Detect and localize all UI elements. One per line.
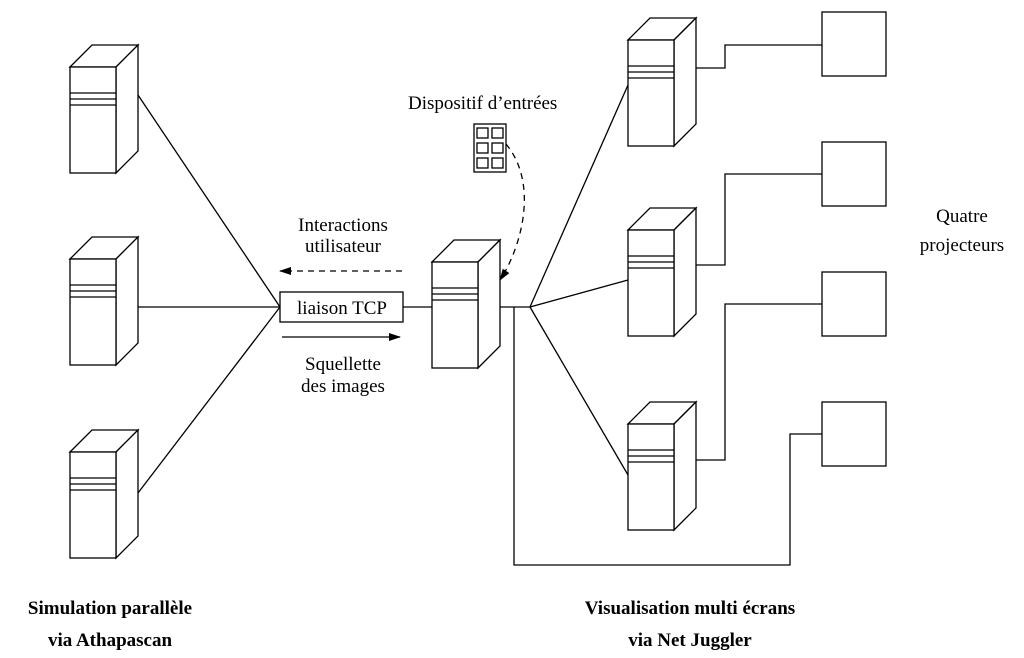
projectors-label-line1: Quatre [936,206,988,227]
left-caption-line1: Simulation parallèle [28,598,192,619]
simulation-node-2 [69,236,139,366]
skeleton-label-line1: Squellette [305,354,381,375]
simulation-node-1 [69,44,139,174]
left-caption-line2: via Athapascan [48,630,172,651]
display-node-2 [627,207,697,337]
interactions-label-line2: utilisateur [305,236,382,257]
projector-3 [821,271,887,337]
projectors-label-line2: projecteurs [920,235,1004,256]
display-node-1 [627,17,697,147]
projector-1 [821,11,887,77]
tcp-link-label: liaison TCP [297,298,387,319]
input-device-icon [473,123,507,173]
right-caption-line1: Visualisation multi écrans [585,598,795,619]
simulation-node-3 [69,429,139,559]
right-caption-line2: via Net Juggler [628,630,752,651]
skeleton-label-line2: des images [301,376,385,397]
interactions-label-line1: Interactions [298,215,388,236]
input-device-label: Dispositif d’entrées [408,93,557,114]
connection-lines [137,44,822,566]
projector-4 [821,401,887,467]
tcp-link-box [279,291,404,323]
display-node-3 [627,401,697,531]
central-server [431,239,501,369]
projector-2 [821,141,887,207]
